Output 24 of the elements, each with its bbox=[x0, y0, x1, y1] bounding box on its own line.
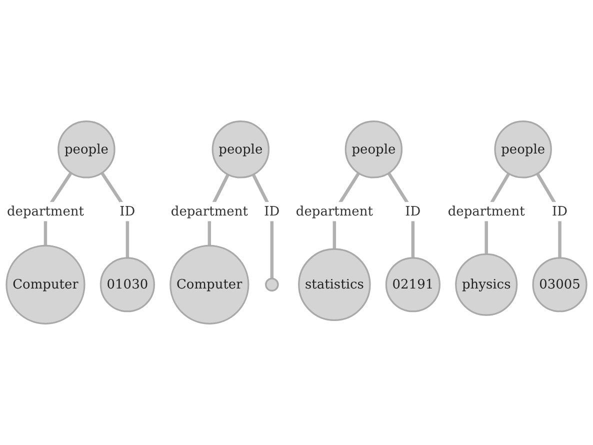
node-circle: people bbox=[212, 120, 270, 178]
node-circle: people bbox=[494, 120, 552, 178]
node-circle: Computer bbox=[6, 244, 86, 324]
edge-label: department bbox=[6, 203, 84, 219]
connector bbox=[100, 172, 130, 258]
edge-label: ID bbox=[120, 203, 136, 219]
edge-label: department bbox=[448, 203, 525, 219]
edge-label: ID bbox=[264, 203, 280, 219]
edge-label: ID bbox=[552, 203, 568, 219]
connector bbox=[252, 174, 274, 279]
node-circle: physics bbox=[455, 253, 518, 316]
node-circle: statistics bbox=[298, 248, 371, 321]
node-circle: people bbox=[344, 120, 403, 178]
connector bbox=[536, 172, 562, 258]
connector bbox=[387, 172, 415, 258]
node-circle: Computer bbox=[170, 244, 250, 324]
node-circle bbox=[265, 278, 279, 292]
node-circle: people bbox=[58, 120, 116, 178]
node-circle: 03005 bbox=[532, 257, 588, 312]
node-circle: 02191 bbox=[385, 257, 440, 312]
edge-label: ID bbox=[405, 203, 421, 219]
edge-label: department bbox=[170, 203, 248, 219]
edge-label: department bbox=[296, 203, 373, 219]
node-circle: 01030 bbox=[100, 257, 155, 312]
